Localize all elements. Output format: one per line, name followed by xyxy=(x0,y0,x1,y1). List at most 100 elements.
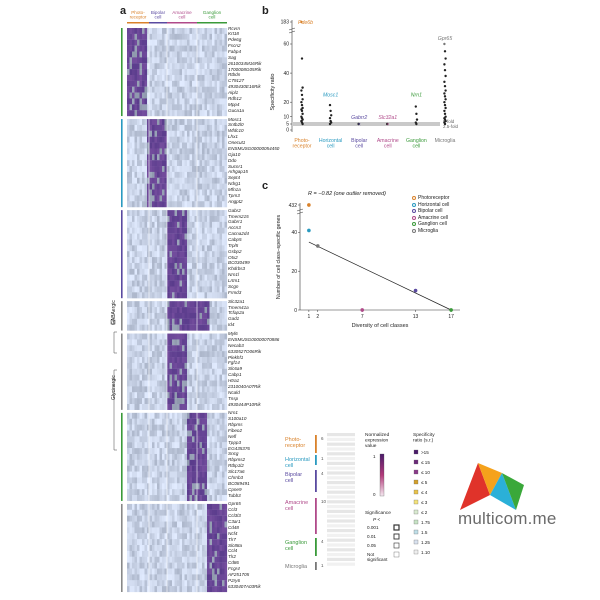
heat-cell xyxy=(189,357,193,364)
heat-cell xyxy=(162,580,165,587)
heat-cell xyxy=(154,86,158,93)
heat-cell xyxy=(162,233,165,240)
heat-cell xyxy=(144,312,148,319)
heat-cell xyxy=(222,374,225,381)
heat-cell xyxy=(132,268,135,275)
heat-cell xyxy=(214,268,218,275)
lg-spec-value-4: ≤ 4 xyxy=(421,490,428,495)
heat-cell xyxy=(219,307,223,314)
gene-label: Fgf14 xyxy=(228,360,240,366)
heat-cell xyxy=(202,45,205,52)
heat-cell xyxy=(157,136,160,143)
heat-cell xyxy=(152,404,155,410)
heat-cell xyxy=(189,63,193,70)
heat-cell xyxy=(132,580,135,587)
heat-cell xyxy=(164,404,168,410)
heat-cell xyxy=(139,539,143,546)
heat-cell xyxy=(174,177,178,184)
heat-cell xyxy=(164,509,168,516)
heat-cell xyxy=(187,227,190,234)
heat-cell xyxy=(194,227,198,234)
lg-spec-swatch xyxy=(413,489,419,495)
heat-cell xyxy=(204,257,208,264)
heat-cell xyxy=(174,568,178,575)
heat-cell xyxy=(207,424,210,431)
heat-cell xyxy=(192,418,195,425)
heat-cell xyxy=(204,436,208,443)
b-point xyxy=(443,50,447,53)
heat-cell xyxy=(127,324,130,331)
heat-cell xyxy=(202,418,205,425)
heat-cell xyxy=(192,28,195,34)
heat-cell xyxy=(182,251,185,258)
heat-cell xyxy=(147,448,150,455)
heat-cell xyxy=(204,386,208,393)
heat-cell xyxy=(149,574,153,581)
heat-cell xyxy=(162,586,165,593)
heat-cell xyxy=(207,268,210,275)
heat-cell xyxy=(219,210,223,217)
c-legend-item: Ganglion cell xyxy=(412,221,447,227)
heat-cell xyxy=(179,412,183,419)
heat-cell xyxy=(224,130,228,137)
heat-cell xyxy=(129,465,133,472)
heat-cell xyxy=(139,386,143,393)
heat-cell xyxy=(202,386,205,393)
heat-cell xyxy=(182,386,185,393)
heat-cell xyxy=(129,448,133,455)
heat-cell xyxy=(167,239,170,246)
heat-cell xyxy=(184,104,188,111)
heat-cell xyxy=(179,286,183,293)
heat-cell xyxy=(184,357,188,364)
heat-cell xyxy=(207,418,210,425)
heat-cell xyxy=(129,436,133,443)
heat-cell xyxy=(182,63,185,70)
heat-cell xyxy=(147,392,150,399)
heat-cell xyxy=(192,495,195,502)
heat-cell xyxy=(127,189,130,196)
heat-cell xyxy=(217,374,220,381)
heat-cell xyxy=(199,239,203,246)
heat-cell xyxy=(217,148,220,155)
heat-cell xyxy=(222,104,225,111)
heat-cell xyxy=(144,539,148,546)
heat-cell xyxy=(199,166,203,173)
heat-cell xyxy=(129,177,133,184)
heat-cell xyxy=(182,183,185,190)
heat-cell xyxy=(139,160,143,167)
heat-cell xyxy=(174,368,178,375)
heat-cell xyxy=(139,201,143,208)
heat-cell xyxy=(177,124,180,131)
heat-cell xyxy=(134,436,138,443)
heat-cell xyxy=(224,424,228,431)
gene-label: Rbpms xyxy=(228,422,243,428)
b-point xyxy=(328,122,332,126)
heat-cell xyxy=(134,251,138,258)
heat-cell xyxy=(207,286,210,293)
lg-norm-min: 0 xyxy=(373,492,376,497)
logo-mark xyxy=(460,463,524,510)
heat-cell xyxy=(127,86,130,93)
heat-cell xyxy=(162,459,165,466)
heat-cell xyxy=(139,195,143,202)
heat-cell xyxy=(189,239,193,246)
heat-cell xyxy=(217,333,220,340)
heat-cell xyxy=(134,586,138,593)
heat-cell xyxy=(202,130,205,137)
heat-cell xyxy=(147,477,150,484)
heat-cell xyxy=(207,45,210,52)
heat-cell xyxy=(169,92,173,99)
heat-cell xyxy=(177,39,180,46)
heat-cell xyxy=(169,257,173,264)
heat-cell xyxy=(137,483,140,490)
heat-cell xyxy=(207,233,210,240)
heat-cell xyxy=(157,495,160,502)
heat-cell xyxy=(222,233,225,240)
heat-cell xyxy=(199,483,203,490)
heat-cell xyxy=(169,562,173,569)
heat-cell xyxy=(169,404,173,410)
heat-cell xyxy=(134,51,138,58)
heat-cell xyxy=(159,503,163,510)
heat-cell xyxy=(134,177,138,184)
heat-cell xyxy=(202,324,205,331)
